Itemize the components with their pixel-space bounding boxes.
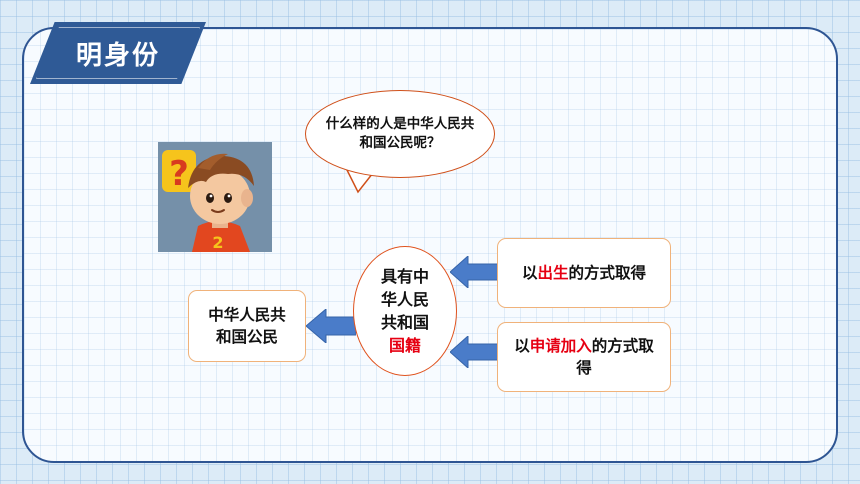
citizen-result-text: 中华人民共和国公民: [208, 306, 286, 346]
method2-suffix: 的方式取得: [576, 337, 654, 377]
center-line-2: 华人民: [380, 290, 429, 309]
method1-prefix: 以: [521, 264, 538, 282]
question-bubble: 什么样的人是中华人民共和国公民呢？: [305, 90, 495, 178]
center-highlight: 国籍: [388, 336, 421, 355]
center-line-1: 具有中: [380, 267, 429, 286]
birth-method-box: 以出生的方式取得: [497, 238, 671, 308]
question-mark-text: ?: [169, 154, 189, 194]
shirt-number-text: 2: [212, 233, 223, 252]
question-text: 什么样的人是中华人民共和国公民呢？: [325, 116, 475, 151]
page-title: 明身份: [75, 40, 160, 71]
nationality-circle: 具有中 华人民 共和国 国籍: [353, 246, 457, 376]
method2-prefix: 以: [514, 337, 530, 355]
method1-highlight: 出生: [537, 264, 569, 282]
method2-highlight: 申请加入: [529, 337, 592, 355]
application-method-box: 以申请加入的方式取得: [497, 322, 671, 392]
title-tab: [30, 22, 206, 84]
arrow-from-application-icon: [450, 336, 498, 368]
boy-illustration-icon: ? 2: [158, 142, 272, 252]
method1-suffix: 的方式取得: [568, 264, 647, 282]
arrow-from-birth-icon: [450, 256, 498, 288]
thinking-boy-avatar: ? 2: [158, 142, 272, 252]
arrow-left-to-result-icon: [306, 309, 356, 343]
citizen-result-box: 中华人民共和国公民: [188, 290, 306, 362]
center-line-3: 共和国: [380, 313, 429, 332]
